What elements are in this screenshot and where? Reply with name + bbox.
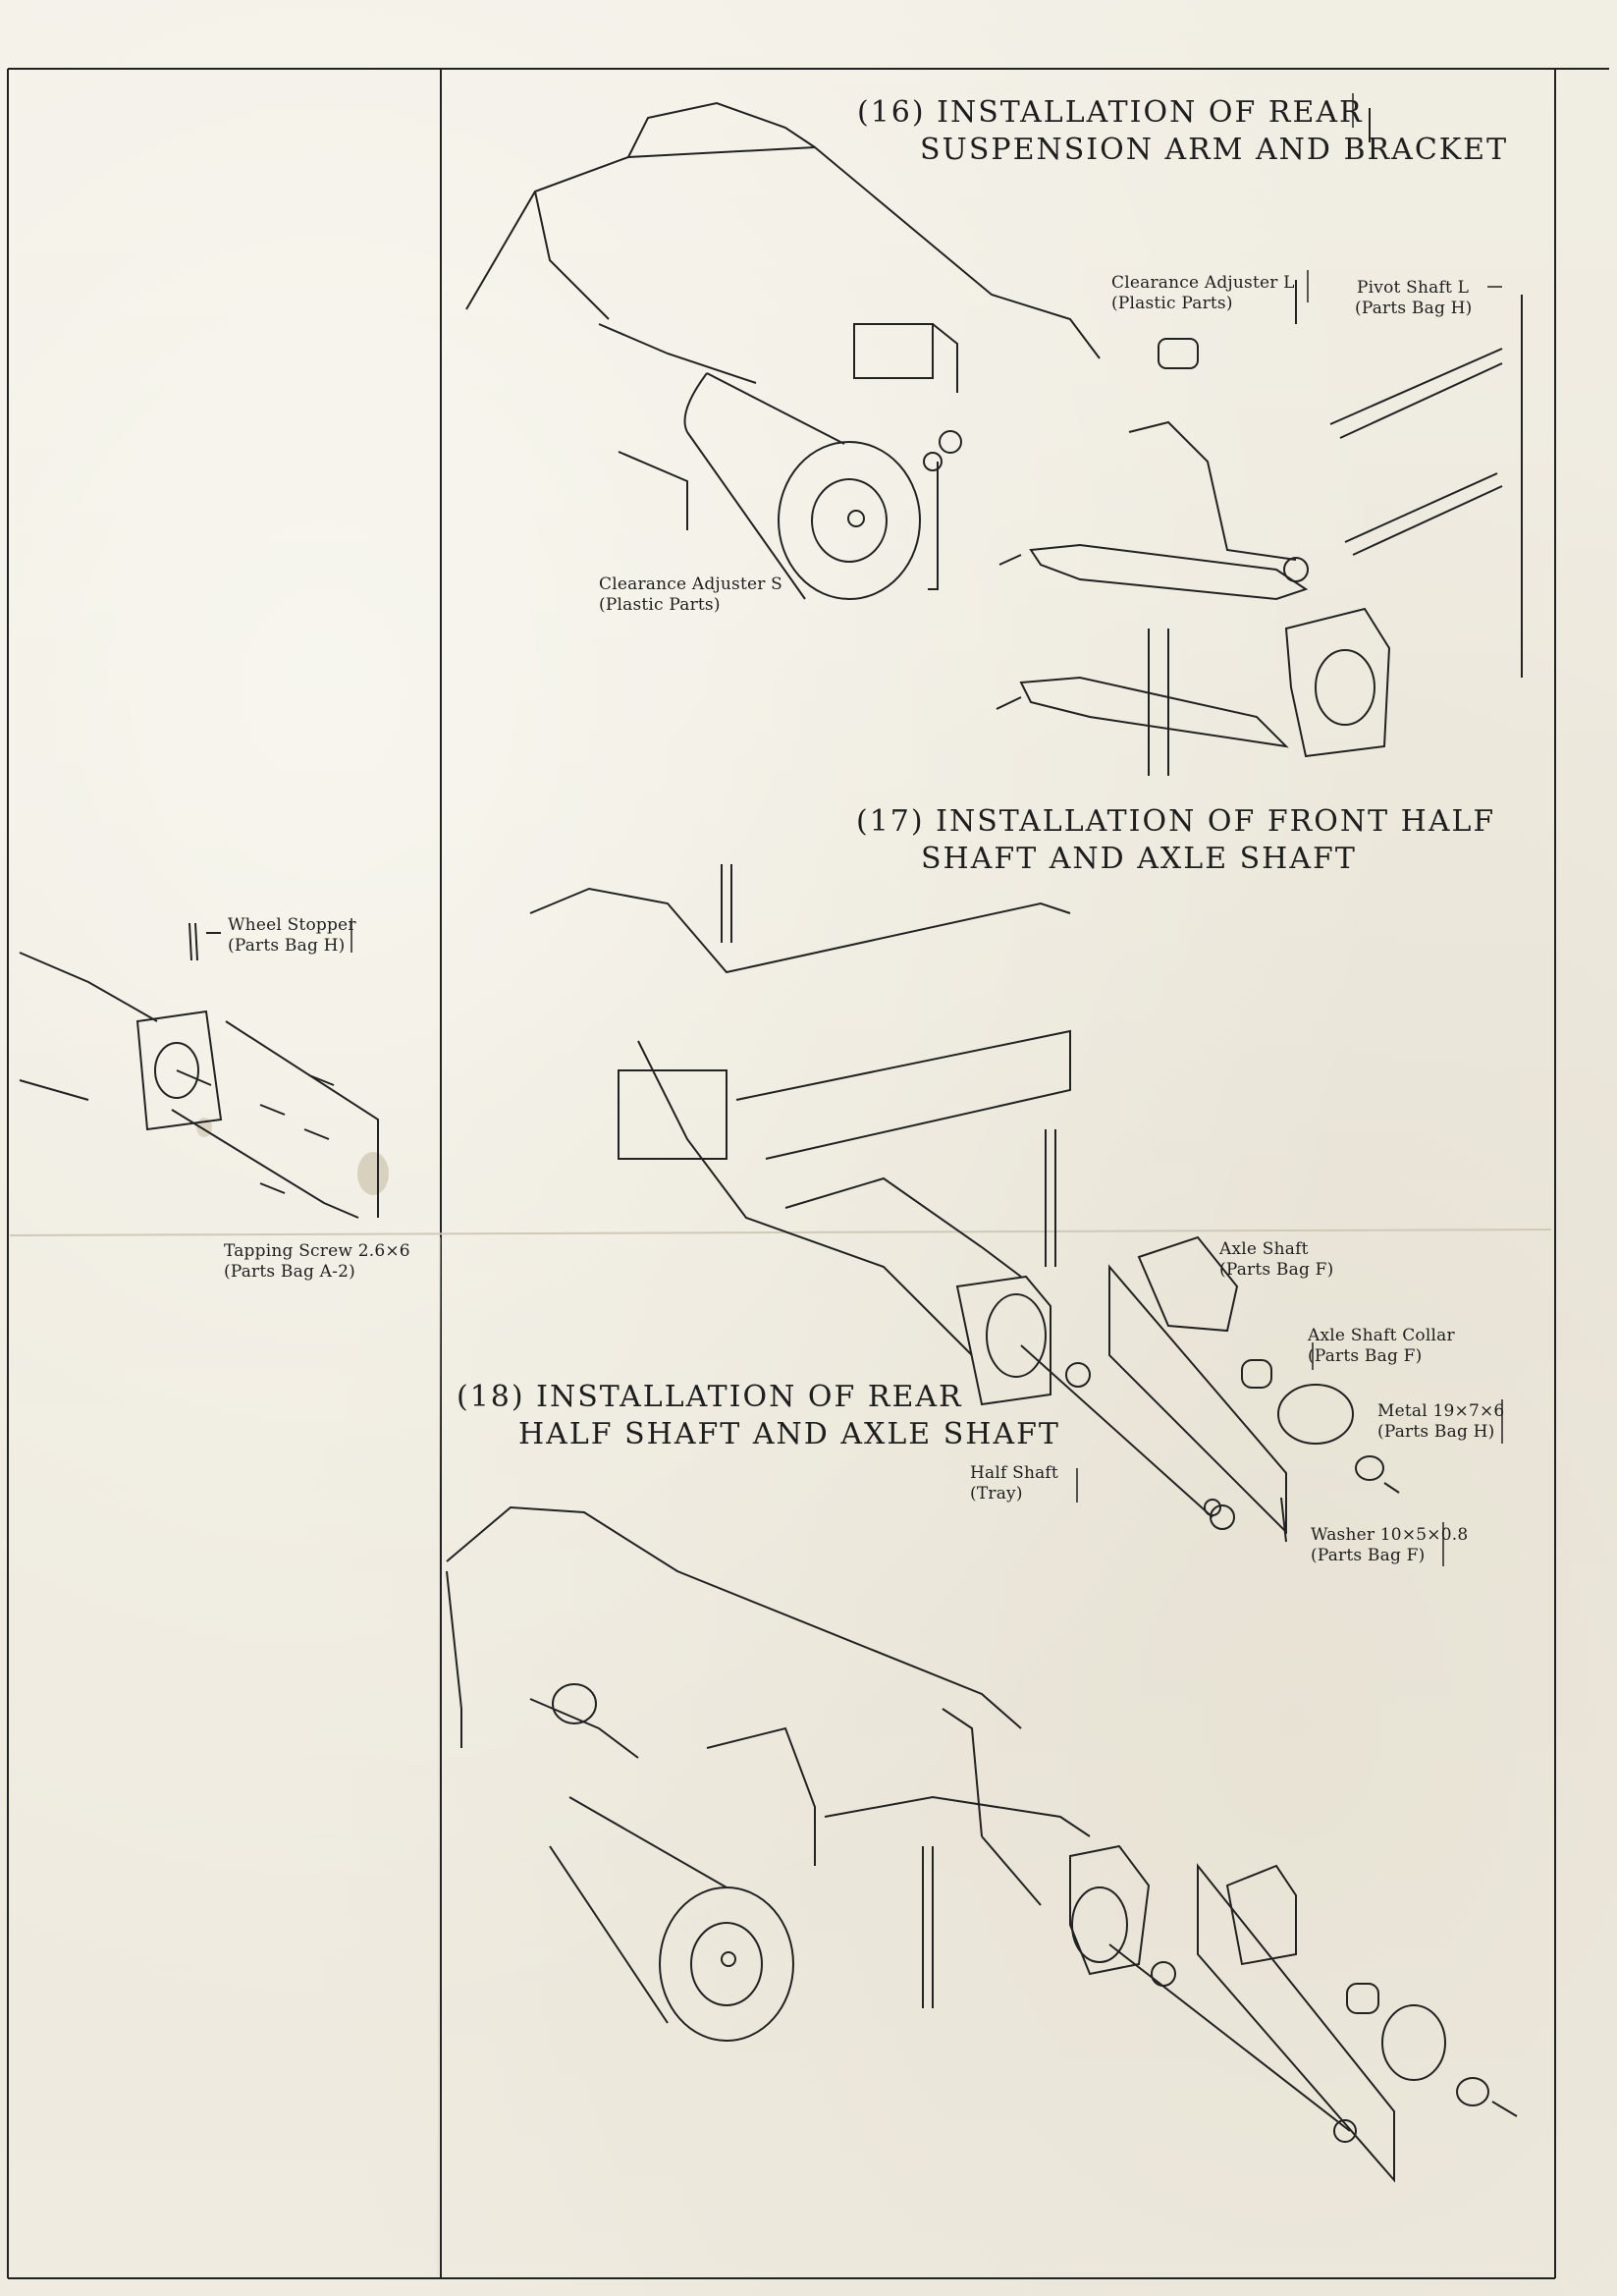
section-16-title-line2: SUSPENSION ARM AND BRACKET	[920, 133, 1509, 167]
label-clearance-adjuster-l: Clearance Adjuster L (Plastic Parts)	[1111, 273, 1295, 313]
diagram-17	[529, 864, 1400, 1543]
label-half-shaft: Half Shaft (Tray)	[970, 1463, 1058, 1503]
label-washer: Washer 10×5×0.8 (Parts Bag F)	[1311, 1525, 1469, 1565]
label-pivot-shaft-l: Pivot Shaft L (Parts Bag H)	[1355, 278, 1473, 318]
section-16-title: (16) INSTALLATION OF REAR SUSPENSION ARM…	[857, 94, 1508, 169]
diagram-16	[465, 101, 1523, 776]
section-18-title-line1: (18) INSTALLATION OF REAR	[457, 1380, 963, 1414]
label-axle-shaft: Axle Shaft (Parts Bag F)	[1219, 1239, 1334, 1280]
diagram-18	[446, 1505, 1518, 2183]
label-wheel-stopper: Wheel Stopper (Parts Bag H)	[228, 915, 356, 956]
label-axle-shaft-collar: Axle Shaft Collar (Parts Bag F)	[1308, 1326, 1455, 1366]
section-18-title-line2: HALF SHAFT AND AXLE SHAFT	[518, 1417, 1060, 1451]
page-frame	[7, 68, 1609, 2279]
section-17-title-line2: SHAFT AND AXLE SHAFT	[921, 842, 1357, 876]
section-18-title: (18) INSTALLATION OF REAR HALF SHAFT AND…	[457, 1379, 1060, 1453]
label-clearance-adjuster-s: Clearance Adjuster S (Plastic Parts)	[599, 574, 783, 615]
stain	[357, 1152, 389, 1195]
section-17-title-line1: (17) INSTALLATION OF FRONT HALF	[856, 804, 1496, 839]
section-16-title-line1: (16) INSTALLATION OF REAR	[857, 95, 1364, 130]
label-metal: Metal 19×7×6 (Parts Bag H)	[1377, 1401, 1505, 1442]
label-tapping-screw: Tapping Screw 2.6×6 (Parts Bag A-2)	[224, 1241, 410, 1282]
label-brackets	[350, 93, 1503, 1566]
fold-crease	[9, 1229, 1552, 1236]
section-17-title: (17) INSTALLATION OF FRONT HALF SHAFT AN…	[856, 803, 1495, 878]
diagram-wheel-stopper	[19, 922, 379, 1219]
